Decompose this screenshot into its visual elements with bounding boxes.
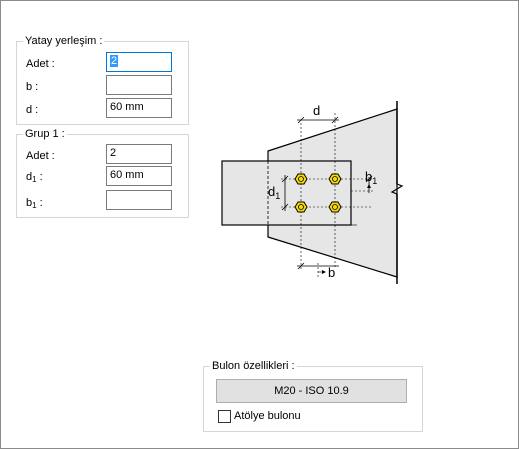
horizontal-layout-group: Yatay yerleşim : <box>16 35 189 125</box>
group1-count-label: Adet : <box>26 150 55 162</box>
b-label: b : <box>26 81 39 93</box>
d-input[interactable]: 60 mm <box>106 98 172 118</box>
b1-label: b1 : <box>26 197 43 210</box>
count-input[interactable]: 2 <box>106 52 172 72</box>
bolt-icon <box>294 201 308 213</box>
b1-input[interactable] <box>106 190 172 210</box>
horizontal-layout-title: Yatay yerleşim : <box>23 35 105 48</box>
b-input[interactable] <box>106 75 172 95</box>
break-symbol <box>390 183 404 195</box>
diagram-label-b: b <box>328 265 335 280</box>
diagram-label-d1: d1 <box>268 184 280 201</box>
bolt-icon <box>328 201 342 213</box>
bolt-icon <box>294 173 308 185</box>
diagram-label-b1: b1 <box>365 169 377 186</box>
bolt-properties-group: Bulon özellikleri : <box>203 360 423 432</box>
gusset-plate <box>267 108 398 278</box>
workshop-bolt-label: Atölye bulonu <box>234 410 301 422</box>
diagram-label-d: d <box>313 103 320 118</box>
bolt-type-button[interactable]: M20 - ISO 10.9 <box>216 379 407 403</box>
workshop-bolt-checkbox[interactable] <box>218 410 231 423</box>
d1-label: d1 : <box>26 171 43 184</box>
d1-input[interactable]: 60 mm <box>106 166 172 186</box>
group1-box: Grup 1 : <box>16 128 189 218</box>
connected-plate <box>221 160 352 226</box>
group1-count-input[interactable]: 2 <box>106 144 172 164</box>
bolt-icon <box>328 173 342 185</box>
count-label: Adet : <box>26 58 55 70</box>
group1-title: Grup 1 : <box>23 128 67 141</box>
bolt-properties-title: Bulon özellikleri : <box>210 360 297 373</box>
d-label: d : <box>26 104 39 116</box>
